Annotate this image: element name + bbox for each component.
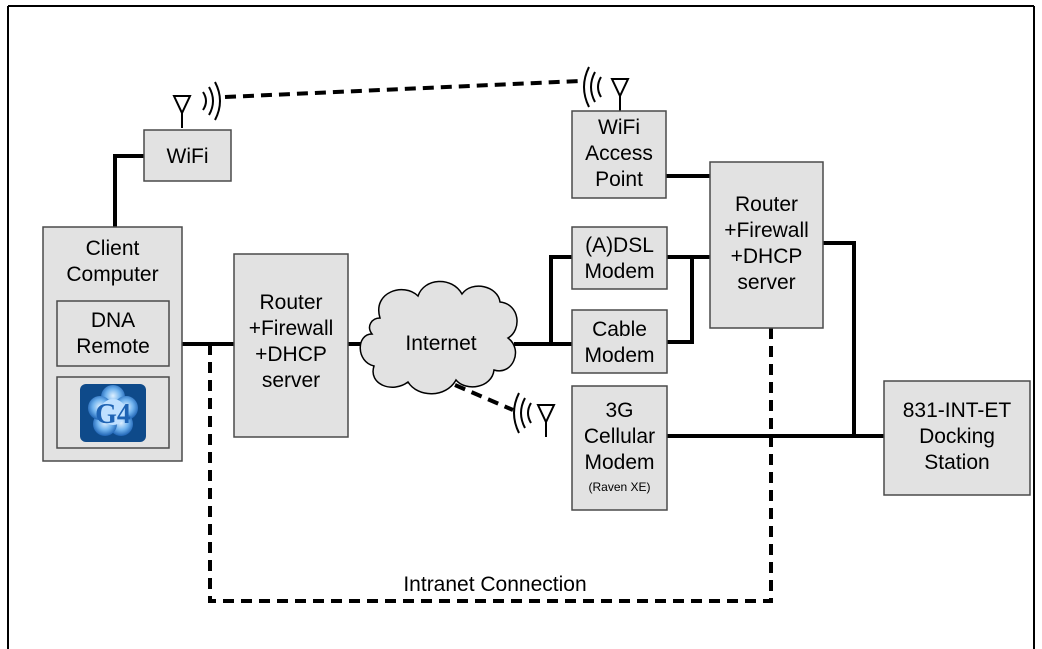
wifi-ap-label-1: WiFi <box>598 116 640 139</box>
router-right-label-2: +Firewall <box>724 219 809 242</box>
internet-cloud: Internet <box>359 280 518 395</box>
cellular-modem-label-2: Cellular <box>584 425 655 448</box>
router-right-box: Router +Firewall +DHCP server <box>709 161 824 329</box>
router-right-label-3: +DHCP <box>731 245 803 268</box>
dna-remote-box: DNA Remote <box>56 300 170 367</box>
internet-label: Internet <box>405 332 476 355</box>
router-left-box: Router +Firewall +DHCP server <box>233 253 349 438</box>
wifi-client-box: WiFi <box>143 129 232 182</box>
router-left-label-4: server <box>262 369 320 392</box>
wire-wifi-to-client <box>113 154 144 227</box>
dna-remote-label-2: Remote <box>76 335 150 358</box>
cloud-shape <box>359 280 518 395</box>
wifi-ap-label-3: Point <box>595 168 643 191</box>
cable-modem-label-1: Cable <box>592 318 647 341</box>
wire-router-to-dock <box>823 241 884 438</box>
intranet-link-dashed <box>208 328 773 603</box>
g4-logo-box: G4 <box>56 376 170 449</box>
ap-antenna-icon <box>583 66 630 111</box>
g4-logo-text: G4 <box>95 399 131 430</box>
intranet-connection-label: Intranet Connection <box>403 573 586 596</box>
diagram-frame <box>7 5 1035 649</box>
client-antenna-icon <box>172 81 221 128</box>
cellular-modem-box: 3G Cellular Modem (Raven XE) <box>571 385 668 511</box>
dashed-connections <box>208 79 773 603</box>
router-right-label-4: server <box>737 271 795 294</box>
client-computer-label-1: Client <box>86 237 140 260</box>
cellular-modem-label-4: (Raven XE) <box>588 480 650 494</box>
cable-modem-box: Cable Modem <box>571 309 668 374</box>
docking-station-label-1: 831-INT-ET <box>903 399 1012 422</box>
wifi-client-label: WiFi <box>167 145 209 168</box>
docking-station-label-3: Station <box>924 451 989 474</box>
wifi-ap-box: WiFi Access Point <box>571 110 667 199</box>
router-right-label-1: Router <box>735 193 798 216</box>
router-left-label-3: +DHCP <box>255 343 327 366</box>
adsl-modem-label-2: Modem <box>584 260 654 283</box>
wire-bus-to-adsl <box>549 255 572 344</box>
wifi-link-dashed <box>224 79 581 99</box>
cellular-link-dashed <box>454 383 514 412</box>
cellular-antenna-icon <box>513 392 556 437</box>
dna-remote-label-1: DNA <box>91 309 135 332</box>
docking-station-label-2: Docking <box>919 425 995 448</box>
docking-station-box: 831-INT-ET Docking Station <box>883 380 1031 496</box>
router-left-label-1: Router <box>259 291 322 314</box>
cellular-modem-label-3: Modem <box>584 451 654 474</box>
wire-cable-to-adsl-bus <box>667 257 694 344</box>
wifi-ap-label-2: Access <box>585 142 653 165</box>
cellular-modem-label-1: 3G <box>605 399 633 422</box>
cable-modem-label-2: Modem <box>584 344 654 367</box>
client-computer-label-2: Computer <box>66 263 158 286</box>
g4-logo-icon: G4 <box>80 384 146 442</box>
adsl-modem-label-1: (A)DSL <box>585 234 654 257</box>
adsl-modem-box: (A)DSL Modem <box>571 226 668 290</box>
router-left-label-2: +Firewall <box>249 317 334 340</box>
